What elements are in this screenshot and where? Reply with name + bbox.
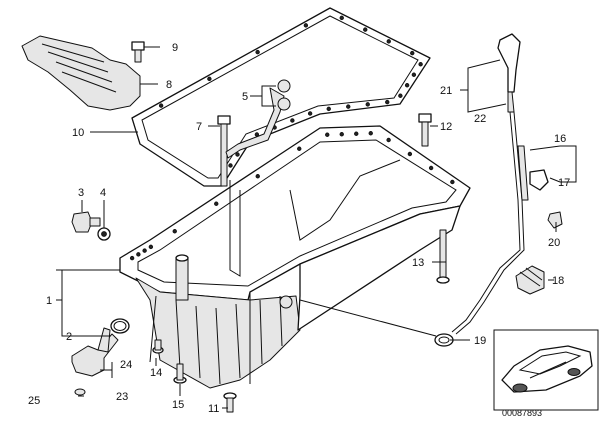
bolt-hole [255,49,260,55]
callout-24[interactable]: 24 [120,359,132,371]
bolt-hole [398,93,403,98]
bolt-hole [450,179,455,185]
bolt-hole [385,99,390,105]
bolt-hole [255,174,260,179]
bolt-hole [407,151,413,157]
bolt-hole [386,39,391,44]
guide-tube-icon [515,145,563,295]
bolt-hole [339,132,344,137]
callout-20[interactable]: 20 [548,237,560,249]
washer-icon [97,227,111,241]
bolt-hole [368,131,373,136]
callout-23[interactable]: 23 [116,391,128,403]
callout-8[interactable]: 8 [166,79,172,91]
callout-9[interactable]: 9 [172,42,178,54]
bolt-hole [214,201,219,206]
callout-19[interactable]: 19 [474,335,486,347]
screw-icon [74,388,86,396]
callout-18[interactable]: 18 [552,275,564,287]
bolt-icon [173,363,187,384]
bolt-hole [148,244,154,250]
callout-2[interactable]: 2 [66,331,72,343]
callout-22[interactable]: 22 [474,113,486,125]
leader-lines [56,46,577,409]
callout-25[interactable]: 25 [28,395,40,407]
oil-tube-icon [225,79,291,159]
callout-5[interactable]: 5 [242,91,248,103]
bolt-hole [410,50,415,56]
bolt-hole [297,146,302,151]
bolt-hole [129,255,135,261]
callout-4[interactable]: 4 [100,187,106,199]
bolt-hole [228,163,233,168]
bolt-hole [363,27,368,32]
callout-14[interactable]: 14 [150,367,162,379]
bolt-hole [235,152,240,157]
oil-level-sensor-icon [71,318,130,377]
bolt-hole [365,102,370,107]
bolt-hole [290,118,295,123]
bolt-hole [207,76,212,82]
bolt-hole [142,248,147,253]
bolt-icon [131,41,145,63]
callout-12[interactable]: 12 [440,121,452,133]
callout-1[interactable]: 1 [46,295,52,307]
bolt-icon [418,113,432,147]
image-number: 00087893 [502,408,542,418]
oil-pan-icon [119,125,471,389]
callout-11[interactable]: 11 [208,403,219,415]
callout-16[interactable]: 16 [554,133,566,145]
dipstick-icon [451,33,525,335]
heat-shield-icon [21,35,141,111]
vehicle-inset [493,329,599,411]
drain-plug-icon [71,211,101,233]
bolt-hole [307,111,313,116]
bolt-icon [436,229,450,284]
bolt-hole [339,15,344,21]
bolt-hole [346,104,351,109]
callout-labels: 9 8 10 5 7 12 3 4 1 2 13 14 15 11 19 21 … [28,42,570,418]
callout-15[interactable]: 15 [172,399,184,411]
bolt-hole [326,106,331,112]
bolt-hole [303,23,309,28]
bolt-hole [172,229,177,234]
bolt-icon [223,392,237,413]
callout-21[interactable]: 21 [440,85,452,97]
callout-17[interactable]: 17 [558,177,570,189]
bolt-hole [158,103,164,108]
bolt-hole [428,165,434,171]
callout-7[interactable]: 7 [196,121,202,133]
bolt-hole [404,83,410,88]
bolt-hole [136,252,141,257]
vehicle-silhouette-icon [501,345,593,393]
bolt-hole [325,132,330,137]
callout-13[interactable]: 13 [412,257,424,269]
bolt-hole [411,72,417,77]
bolt-hole [386,137,391,143]
bolt-hole [418,62,423,67]
callout-10[interactable]: 10 [72,127,84,139]
bolt-icon [152,339,164,354]
bolt-hole [354,131,359,136]
callout-3[interactable]: 3 [78,187,84,199]
